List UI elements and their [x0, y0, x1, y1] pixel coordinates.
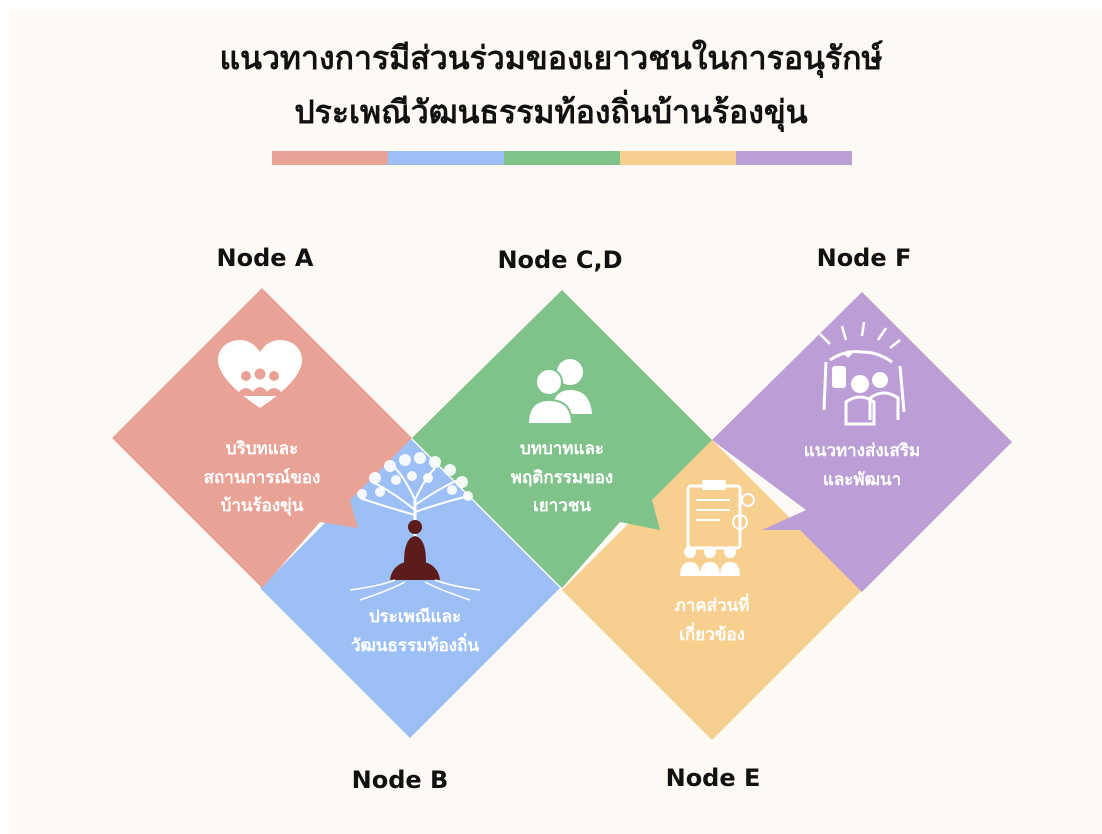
color-bar-segment — [736, 151, 852, 165]
color-bar-segment — [388, 151, 504, 165]
node-cd-label: Node C,D — [497, 246, 623, 274]
node-cd-text-3: เยาวชน — [533, 496, 591, 516]
node-b-text-1: ประเพณีและ — [369, 606, 461, 627]
node-b-label: Node B — [351, 766, 449, 794]
node-a-label: Node A — [216, 244, 314, 272]
node-f-text-1: แนวทางส่งเสริม — [804, 441, 920, 461]
node-a-text-1: บริบทและ — [226, 439, 298, 459]
node-a-text-3: บ้านร้องขุ่น — [221, 496, 304, 516]
title-line-2: ประเพณีวัฒนธรรมท้องถิ่นบ้านร้องขุ่น — [294, 93, 808, 131]
node-cd-text-2: พฤติกรรมของ — [511, 468, 613, 488]
people-icon — [526, 359, 592, 425]
node-b-text-2: วัฒนธรรมท้องถิ่น — [351, 633, 479, 656]
node-f-label: Node F — [816, 244, 912, 272]
title-line-1: แนวทางการมีส่วนร่วมของเยาวชนในการอนุรักษ… — [219, 39, 883, 77]
node-e-text-2: เกี่ยวข้อง — [679, 622, 745, 645]
node-e-text-1: ภาคส่วนที่ — [675, 593, 750, 616]
node-f-text-2: และพัฒนา — [823, 470, 901, 490]
celebrating-group-icon — [819, 321, 906, 426]
heart-people-icon — [218, 340, 302, 408]
node-a-text-2: สถานการณ์ของ — [204, 467, 321, 488]
node-f-diamond — [712, 292, 1012, 592]
node-cd-diamond — [412, 290, 712, 588]
node-e-label: Node E — [665, 764, 761, 792]
color-bar-segment — [272, 151, 388, 165]
node-a-diamond — [112, 288, 412, 588]
clipboard-group-icon — [680, 480, 755, 576]
color-bar-segment — [620, 151, 736, 165]
node-cd-text-1: บทบาทและ — [520, 439, 604, 459]
color-bar-segment — [504, 151, 620, 165]
meditating-tree-icon — [349, 452, 481, 601]
